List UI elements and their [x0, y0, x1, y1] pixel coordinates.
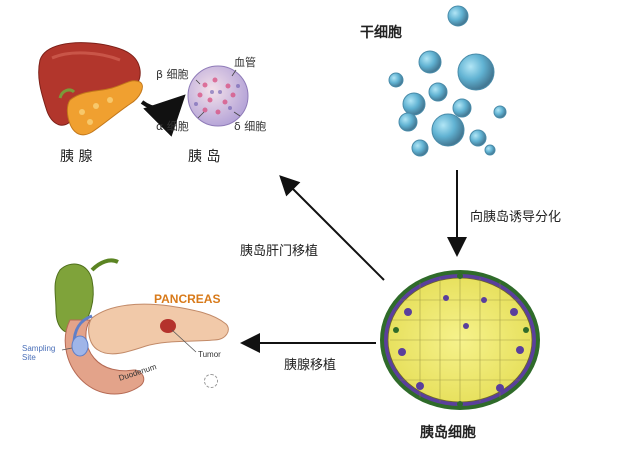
pancreas-transplant-label: 胰腺移植 — [284, 358, 337, 373]
stem-cell-cluster — [388, 5, 507, 157]
zoom-arrow — [140, 94, 186, 137]
liver-pancreas-illustration — [38, 42, 143, 136]
decorative-mark — [204, 374, 218, 388]
beta-cell-label: β 细胞 — [156, 68, 189, 81]
liver-portal-transplant-label: 胰岛肝门移植 — [240, 244, 319, 259]
pancreas-illustration-title: PANCREAS — [154, 292, 221, 306]
sampling-site-label: Sampling Site — [22, 344, 56, 362]
islet-label: 胰 岛 — [188, 149, 221, 165]
arrow-liver-portal-transplant — [279, 175, 385, 281]
blood-vessel-label: 血管 — [234, 56, 256, 69]
alpha-cell-label: α 细胞 — [156, 120, 189, 133]
pancreas-shape — [66, 80, 143, 136]
islet-cell-mass — [380, 270, 540, 410]
pancreas-label: 胰 腺 — [60, 149, 93, 165]
stem-cells-label: 干细胞 — [360, 25, 402, 41]
islet-cells-label: 胰岛细胞 — [420, 425, 476, 441]
pancreas-body — [88, 303, 229, 355]
islet-cross-section — [187, 65, 249, 127]
differentiation-label: 向胰岛诱导分化 — [470, 210, 562, 225]
islet-leader-lines — [195, 69, 241, 119]
pancreas-anatomy — [54, 258, 229, 395]
delta-cell-label: δ 细胞 — [234, 120, 267, 133]
tumor-label: Tumor — [198, 350, 221, 359]
